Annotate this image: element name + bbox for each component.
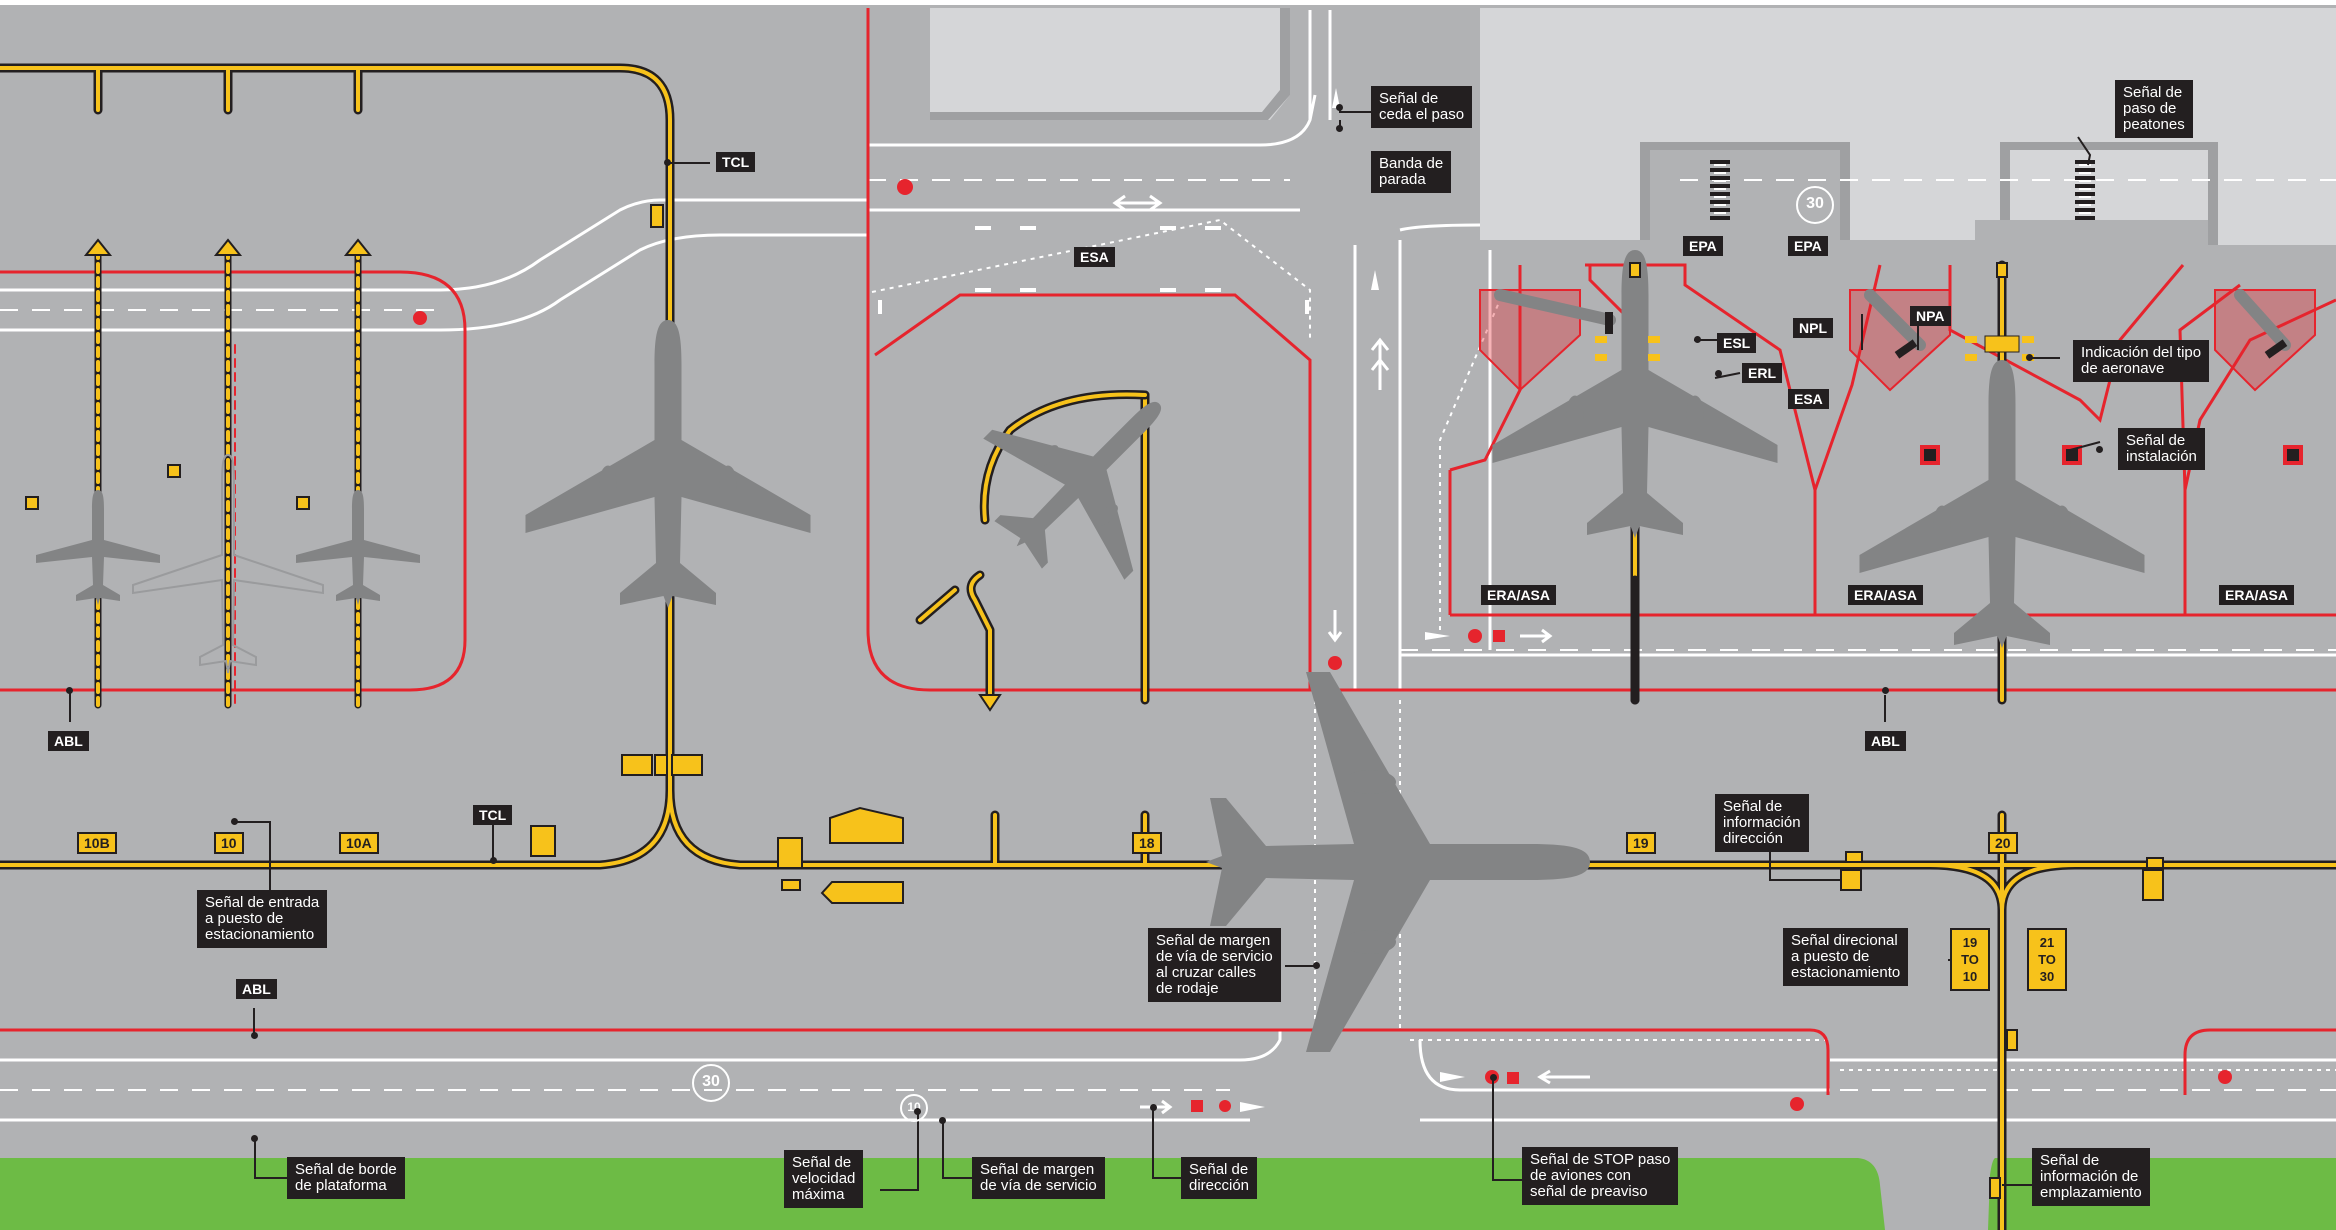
direction-sign-19-to-10: 19 TO 10 — [1950, 928, 1990, 991]
speed-mark-30-terminal: 30 — [1796, 186, 1834, 224]
stand-sign-18: 18 — [1132, 832, 1162, 854]
label-instalacion: Señal de instalación — [2118, 428, 2205, 470]
label-entrada-puesto: Señal de entrada a puesto de estacionami… — [197, 890, 328, 948]
stand-sign-19: 19 — [1626, 832, 1656, 854]
stand-sign-10: 10 — [214, 832, 244, 854]
label-tipo-aeronave: Indicación del tipo de aeronave — [2073, 340, 2210, 382]
label-borde-plataforma: Señal de borde de plataforma — [287, 1157, 405, 1199]
leader-dot-borde — [251, 1135, 258, 1142]
tag-abl-bottom: ABL — [236, 979, 277, 999]
leader-dot-abl-left — [66, 687, 73, 694]
leader-dot-esl — [1694, 336, 1701, 343]
leader-dot-tipo-aeronave — [2026, 354, 2033, 361]
leader-dot-abl-right — [1882, 687, 1889, 694]
leader-dot-tcl-bottom — [490, 857, 497, 864]
leader-dot-ceda — [1336, 104, 1343, 111]
leader-dot-stop — [1490, 1074, 1497, 1081]
leader-dot-tcl-top — [664, 159, 671, 166]
stand-sign-20: 20 — [1988, 832, 2018, 854]
tag-tcl-bottom: TCL — [473, 805, 513, 825]
label-margen-cruzar: Señal de margen de vía de servicio al cr… — [1148, 928, 1281, 1002]
leader-dot-margen-cruzar — [1313, 962, 1320, 969]
grass-left — [0, 1158, 1885, 1230]
label-margen-via: Señal de margen de vía de servicio — [972, 1157, 1105, 1199]
leader-dot-entrada — [231, 818, 238, 825]
tag-era-asa-2: ERA/ASA — [1848, 585, 1924, 605]
tag-npl: NPL — [1793, 318, 1833, 338]
leader-dot-margen-via — [939, 1117, 946, 1124]
label-banda-de-parada: Banda de parada — [1371, 151, 1452, 193]
tag-esa-center: ESA — [1074, 247, 1115, 267]
tag-era-asa-3: ERA/ASA — [2219, 585, 2295, 605]
tag-abl-right: ABL — [1865, 731, 1906, 751]
tag-era-asa-1: ERA/ASA — [1481, 585, 1557, 605]
leader-dot-banda — [1336, 125, 1343, 132]
tag-esa-right: ESA — [1788, 389, 1829, 409]
stand-sign-10b: 10B — [77, 832, 117, 854]
tag-abl-left: ABL — [48, 731, 89, 751]
leader-dot-velocidad — [914, 1108, 921, 1115]
tag-tcl-top: TCL — [716, 152, 756, 172]
leader-dot-abl-bottom — [251, 1032, 258, 1039]
label-direccion: Señal de dirección — [1181, 1157, 1258, 1199]
terminal-building — [1480, 8, 2336, 245]
label-ceda-el-paso: Señal de ceda el paso — [1371, 86, 1473, 128]
direction-sign-21-to-30: 21 TO 30 — [2027, 928, 2067, 991]
building-center — [930, 8, 1290, 120]
label-velocidad-maxima: Señal de velocidad máxima — [784, 1150, 864, 1208]
leader-dot-erl — [1715, 370, 1722, 377]
label-paso-peatones: Señal de paso de peatones — [2115, 80, 2193, 138]
leader-dot-direccion — [1150, 1104, 1157, 1111]
label-informacion-emplazamiento: Señal de información de emplazamiento — [2032, 1148, 2150, 1206]
leader-dot-instalacion — [2096, 446, 2103, 453]
tag-npa: NPA — [1910, 306, 1951, 326]
speed-mark-10: 10 — [900, 1094, 928, 1122]
label-informacion-direccion: Señal de información dirección — [1715, 794, 1809, 852]
stand-sign-10a: 10A — [339, 832, 379, 854]
tag-erl: ERL — [1742, 363, 1782, 383]
label-stop-paso: Señal de STOP paso de aviones con señal … — [1522, 1147, 1679, 1205]
speed-mark-30-road: 30 — [692, 1064, 730, 1102]
tag-esl: ESL — [1717, 333, 1757, 353]
tag-epa-1: EPA — [1683, 236, 1723, 256]
tag-epa-2: EPA — [1788, 236, 1828, 256]
label-direccional-puesto: Señal direcional a puesto de estacionami… — [1783, 928, 1909, 986]
